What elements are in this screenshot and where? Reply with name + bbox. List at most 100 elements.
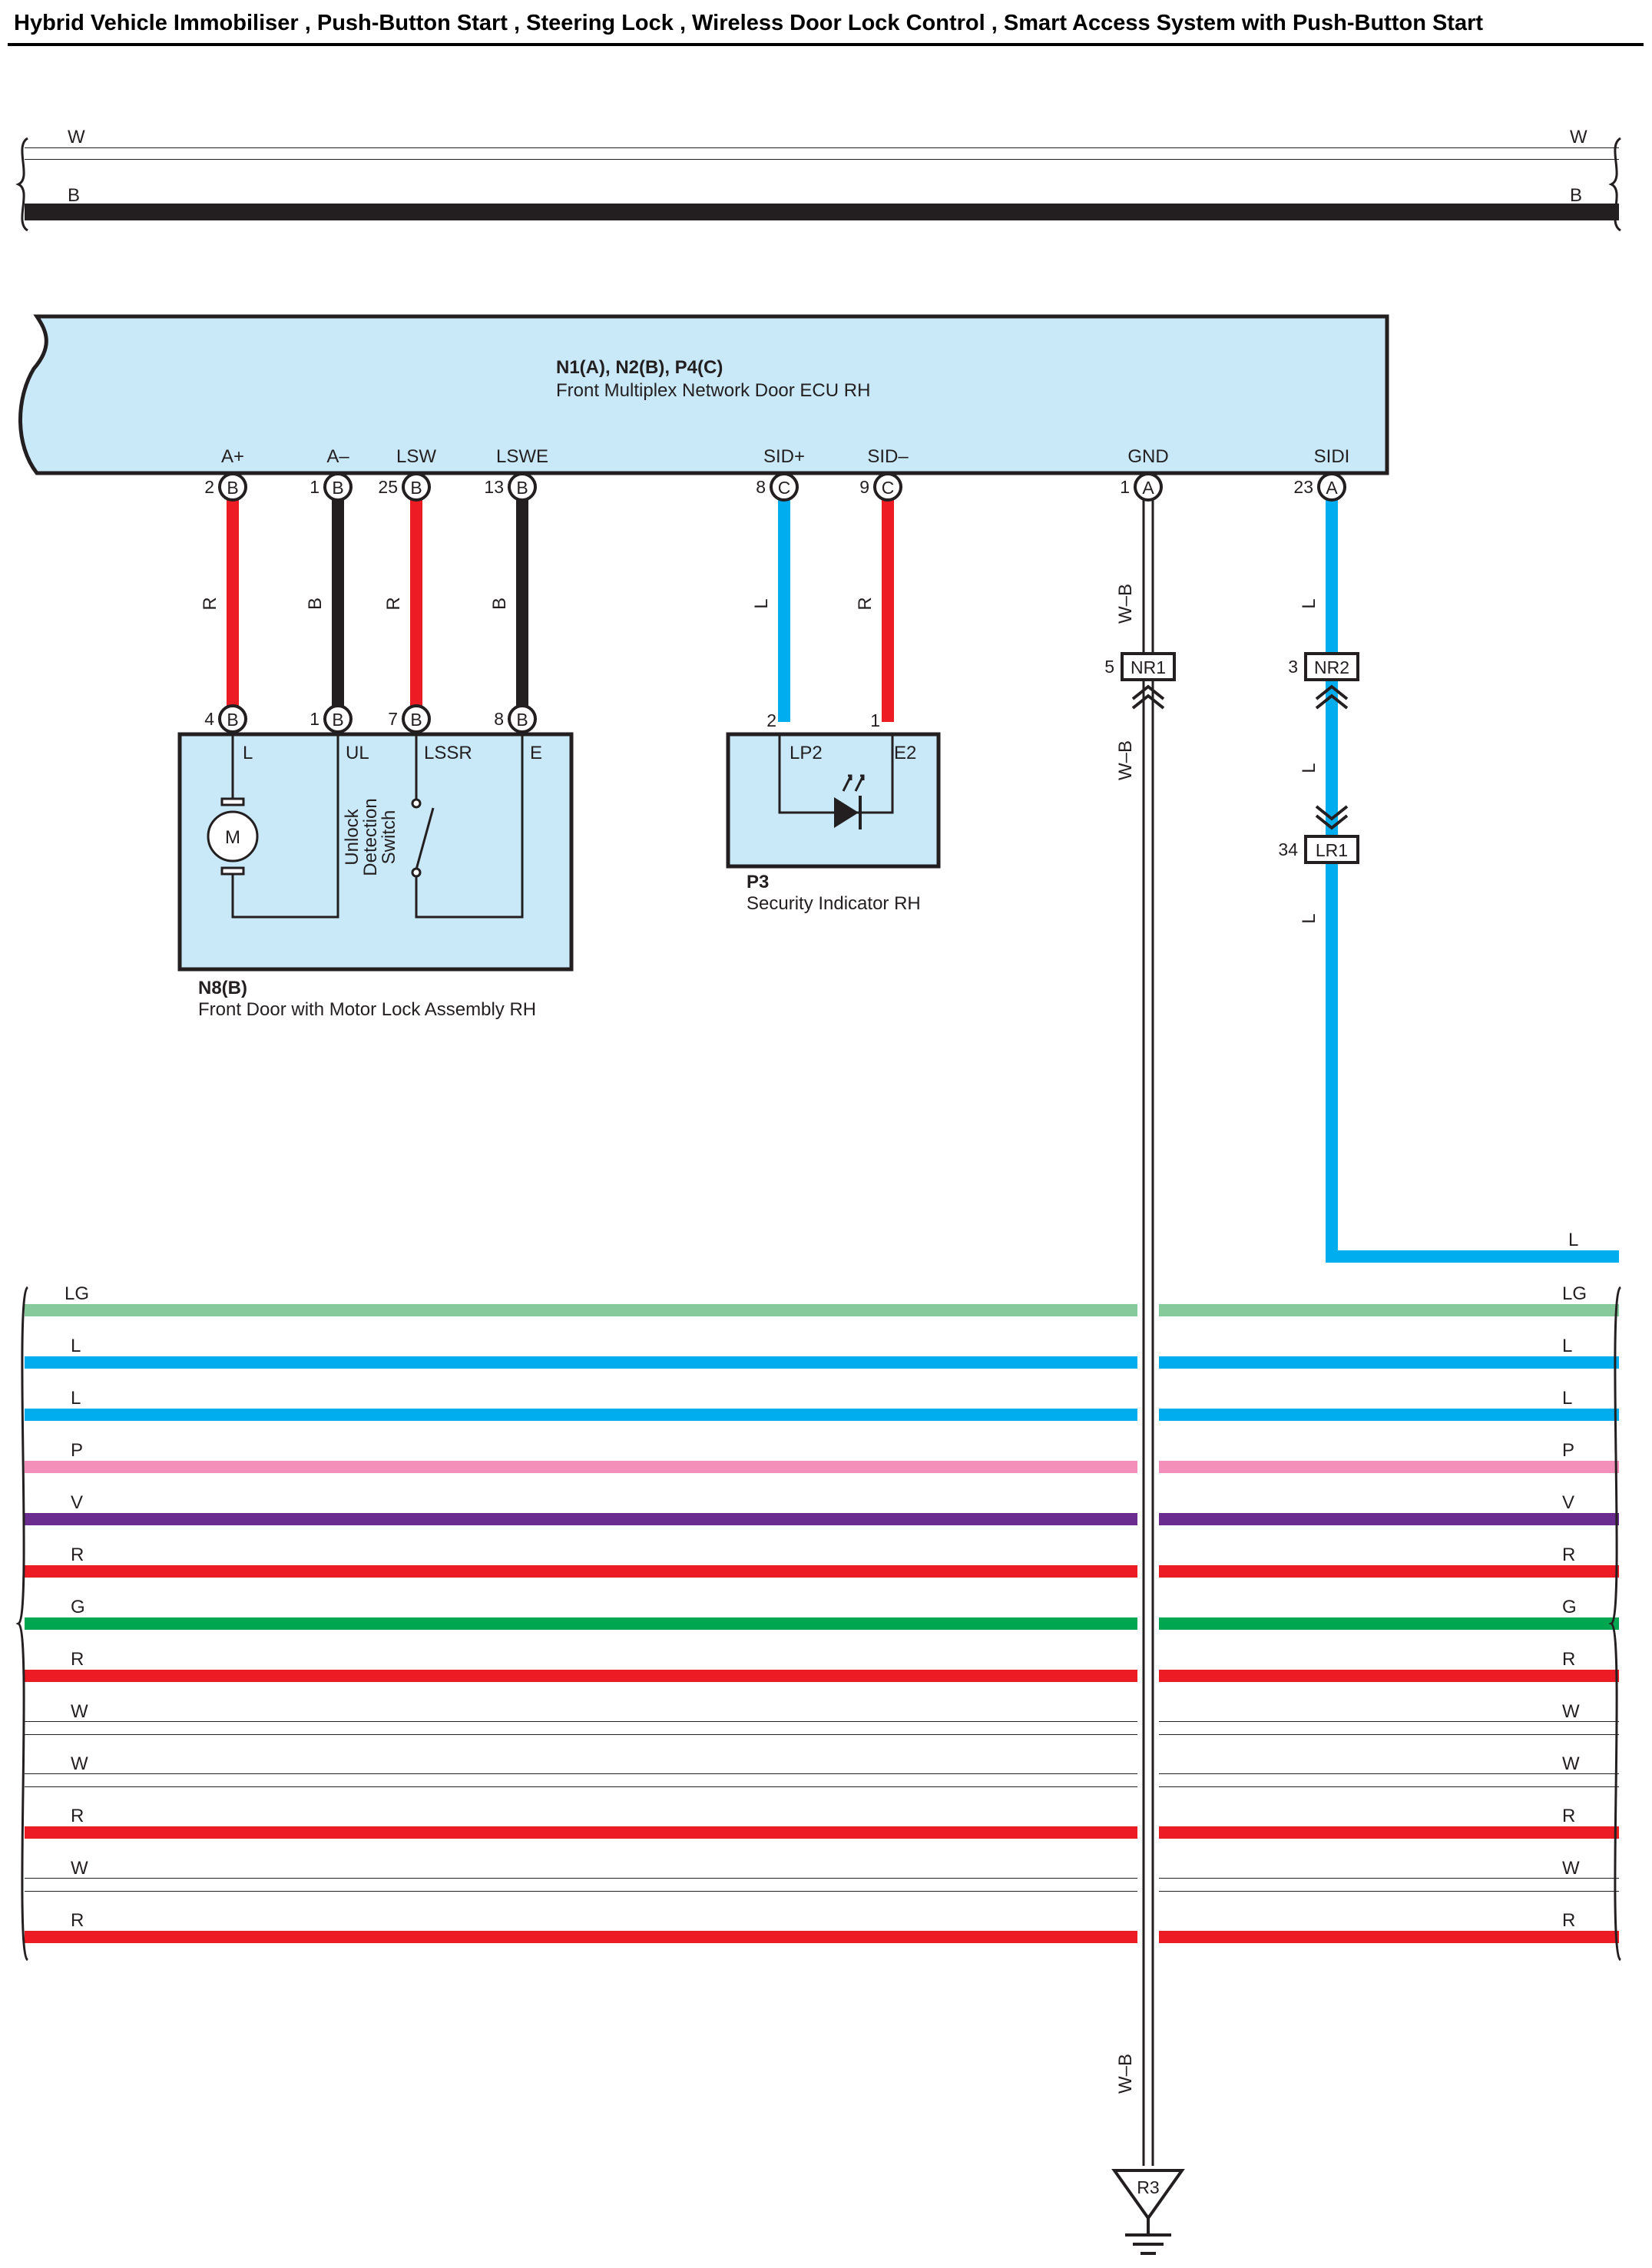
ecu-pin-LSW-circle xyxy=(402,472,431,502)
bottom-bus-label-left-5: R xyxy=(71,1545,84,1565)
bottom-bus-label-left-6: G xyxy=(71,1597,85,1617)
ecu-pin-A–-number: 1 xyxy=(310,477,319,497)
bottom-bus-label-right-11: W xyxy=(1562,1858,1580,1879)
top-bus-cut-right xyxy=(1608,137,1621,232)
door-lock-pin-LSSR-number: 7 xyxy=(388,709,398,729)
door-lock-name: Front Door with Motor Lock Assembly RH xyxy=(198,999,536,1020)
door-lock-terminal-E: E xyxy=(530,743,542,763)
motor-lead-bottom xyxy=(231,733,339,919)
ecu-terminal-A–: A– xyxy=(326,446,349,467)
wire-label-A+: R xyxy=(200,597,220,610)
door-lock-terminal-L: L xyxy=(243,743,253,763)
wire-label-SIDI-exit: L xyxy=(1568,1230,1578,1250)
bottom-bus-label-left-3: P xyxy=(71,1440,83,1461)
junction-LR1-name: LR1 xyxy=(1316,840,1348,860)
door-lock-pin-LSSR-letter: B xyxy=(410,710,422,730)
bottom-bus-label-right-12: R xyxy=(1562,1910,1575,1931)
ecu-terminal-A+: A+ xyxy=(221,446,244,467)
top-bus-cut-left xyxy=(15,137,28,232)
junction-NR2-arrow xyxy=(1315,684,1349,710)
bottom-bus-label-right-0: LG xyxy=(1562,1283,1587,1304)
bottom-bus-label-left-8: W xyxy=(71,1701,88,1722)
motor-label: M xyxy=(225,827,240,848)
motor-brush-top xyxy=(220,797,245,806)
ecu-pin-SIDI-letter: A xyxy=(1326,478,1338,498)
ground-wire-label-3: W–B xyxy=(1115,2054,1136,2094)
bottom-bus-label-right-6: G xyxy=(1562,1597,1577,1617)
ecu-pin-LSW-number: 25 xyxy=(378,477,398,497)
junction-NR1-arrow xyxy=(1131,684,1165,710)
junction-LR1-arrow xyxy=(1315,805,1349,830)
title-underline xyxy=(8,43,1644,46)
junction-NR2-name: NR2 xyxy=(1314,657,1349,677)
ecu-pin-A+-letter: B xyxy=(227,478,238,498)
wire-label-SIDI-1: L xyxy=(1299,598,1319,608)
indicator-pin-E2: 1 xyxy=(870,710,880,730)
bottom-bus-label-left-0: LG xyxy=(65,1283,89,1304)
bottom-bus-label-right-9: W xyxy=(1562,1753,1580,1774)
junction-LR1-box xyxy=(1304,835,1359,864)
ecu-pin-SID–-letter: C xyxy=(882,478,895,498)
indicator-box xyxy=(726,732,941,869)
door-lock-pin-E-circle xyxy=(508,704,537,733)
ecu-pin-LSWE-circle xyxy=(508,472,537,502)
ecu-pin-LSWE-number: 13 xyxy=(484,477,504,497)
indicator-name: Security Indicator RH xyxy=(747,893,921,914)
ecu-terminal-SID+: SID+ xyxy=(763,446,805,467)
ecu-pin-A–-circle xyxy=(323,472,353,502)
ecu-pin-SID–-number: 9 xyxy=(859,477,869,497)
motor-symbol xyxy=(207,810,259,863)
ground-name: R3 xyxy=(1137,2177,1159,2197)
door-lock-pin-UL-number: 1 xyxy=(310,709,319,729)
ecu-terminal-LSW: LSW xyxy=(396,446,436,467)
ecu-pin-SID+-number: 8 xyxy=(756,477,766,497)
bottom-bus-label-right-2: L xyxy=(1562,1388,1572,1409)
ecu-pin-GND-number: 1 xyxy=(1120,477,1130,497)
bottom-bus-label-right-10: R xyxy=(1562,1806,1575,1826)
bottom-bus-label-right-4: V xyxy=(1562,1492,1574,1513)
ecu-name: Front Multiplex Network Door ECU RH xyxy=(556,380,870,401)
bottom-bus-label-right-7: R xyxy=(1562,1649,1575,1670)
led-light-arrows xyxy=(842,774,865,792)
door-lock-terminal-UL: UL xyxy=(346,743,369,763)
indicator-pin-LP2: 2 xyxy=(766,710,776,730)
ecu-terminal-GND: GND xyxy=(1127,446,1168,467)
wire-label-SID+: L xyxy=(751,598,772,608)
ground-wire-label-1: W–B xyxy=(1115,584,1136,624)
indicator-terminal-E2: E2 xyxy=(894,743,916,763)
top-bus-label-left-B: B xyxy=(68,185,80,206)
bottom-bus-label-right-1: L xyxy=(1562,1336,1572,1356)
switch-contact-top xyxy=(411,798,422,809)
door-lock-code: N8(B) xyxy=(198,978,247,998)
switch-contact-bottom xyxy=(411,867,422,878)
wire-label-A–: B xyxy=(305,598,326,610)
bottom-bus-label-left-1: L xyxy=(71,1336,81,1356)
ecu-terminal-SIDI: SIDI xyxy=(1314,446,1350,467)
wire-label-SID–: R xyxy=(855,597,876,610)
bottom-bus-label-left-2: L xyxy=(71,1388,81,1409)
ecu-pin-SIDI-circle xyxy=(1317,472,1346,502)
diagram-title: Hybrid Vehicle Immobiliser , Push-Button… xyxy=(14,11,1484,35)
indicator-code: P3 xyxy=(747,872,769,892)
ecu-pin-SID+-circle xyxy=(770,472,799,502)
ecu-pin-A+-circle xyxy=(218,472,247,502)
ground-triangle xyxy=(1111,2169,1185,2221)
bottom-bus-label-left-12: R xyxy=(71,1910,84,1931)
ground-wire-label-2: W–B xyxy=(1115,740,1136,780)
ecu-pin-SIDI-number: 23 xyxy=(1293,477,1313,497)
junction-NR1-name: NR1 xyxy=(1131,657,1166,677)
ecu-pin-LSW-letter: B xyxy=(410,478,422,498)
indicator-terminal-LP2: LP2 xyxy=(790,743,823,763)
bottom-bus-label-left-10: R xyxy=(71,1806,84,1826)
ecu-pin-SID+-letter: C xyxy=(778,478,791,498)
bottom-bus-label-right-8: W xyxy=(1562,1701,1580,1722)
wire-label-LSWE: B xyxy=(489,598,510,610)
bottom-bus-label-left-11: W xyxy=(71,1858,88,1879)
door-lock-pin-L-number: 4 xyxy=(204,709,214,729)
ecu-pin-GND-circle xyxy=(1134,472,1163,502)
ecu-pin-LSWE-letter: B xyxy=(516,478,528,498)
bottom-bus-label-left-7: R xyxy=(71,1649,84,1670)
bottom-bus-cut-left xyxy=(15,1286,29,1962)
top-bus-label-left-W: W xyxy=(68,127,85,147)
wire-label-LSW: R xyxy=(383,597,404,610)
